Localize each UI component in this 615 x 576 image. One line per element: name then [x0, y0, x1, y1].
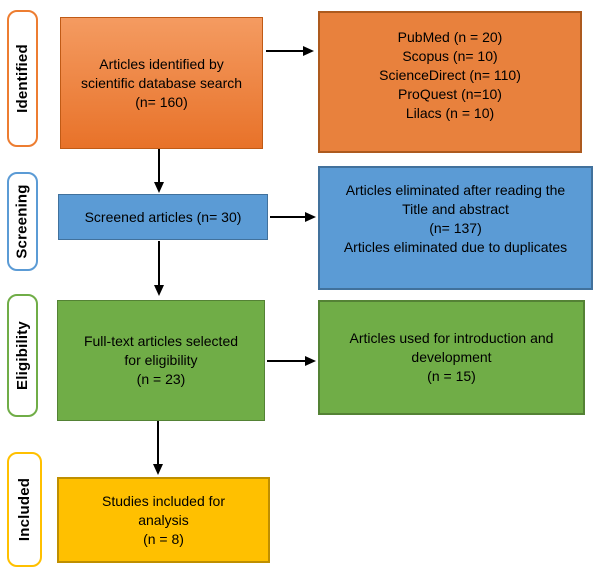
text-line: Lilacs (n = 10)	[405, 104, 495, 121]
text-line: Screened articles (n= 30)	[84, 208, 242, 225]
stage-label-identified-text: Identified	[14, 44, 32, 113]
stage-label-eligibility: Eligibility	[7, 294, 38, 417]
arrow-right-identified-to-sources	[266, 46, 314, 56]
box-articles-eliminated: Articles eliminated after reading the Ti…	[318, 166, 593, 290]
text-line: Articles eliminated due to duplicates	[343, 239, 568, 255]
box-fulltext-selected: Full-text articles selected for eligibil…	[57, 300, 265, 421]
box-screened-articles: Screened articles (n= 30)	[58, 194, 268, 240]
text-line: scientific database search	[80, 74, 243, 91]
text-line: Full-text articles selected	[83, 333, 239, 349]
text-line: for eligibility	[124, 352, 198, 368]
arrow-down-fulltext-to-included	[153, 421, 163, 475]
stage-label-included-text: Included	[16, 477, 33, 542]
text-line: Studies included for	[102, 492, 225, 509]
box-database-sources: PubMed (n = 20) Scopus (n= 10) ScienceDi…	[318, 11, 582, 153]
arrow-right-screened-to-eliminated	[270, 212, 316, 222]
text-line: analysis	[138, 511, 189, 528]
text-line: (n= 160)	[135, 93, 188, 110]
stage-label-eligibility-text: Eligibility	[14, 321, 31, 390]
text-line: PubMed (n = 20)	[397, 28, 503, 45]
arrow-down-identified-to-screened	[154, 149, 164, 193]
text-line: ScienceDirect (n= 110)	[379, 66, 521, 83]
text-line: (n = 23)	[136, 371, 186, 387]
text-line: (n = 8)	[143, 530, 184, 547]
arrow-down-screened-to-fulltext	[154, 241, 164, 296]
text-line: Articles used for introduction and	[349, 330, 554, 346]
text-line: development	[411, 349, 492, 365]
stage-label-identified: Identified	[7, 10, 38, 147]
text-line: Articles identified by	[99, 55, 224, 72]
text-line: Scopus (n= 10)	[402, 47, 498, 64]
arrow-right-fulltext-to-intro	[267, 356, 316, 366]
stage-label-included: Included	[7, 452, 42, 567]
text-line: ProQuest (n=10)	[398, 85, 502, 102]
box-articles-identified: Articles identified by scientific databa…	[60, 17, 263, 149]
text-line: Title and abstract	[402, 201, 509, 217]
text-line: (n= 137)	[429, 220, 482, 236]
stage-label-screening-text: Screening	[14, 184, 32, 259]
text-line: (n = 15)	[427, 368, 476, 384]
text-line: Articles eliminated after reading the	[345, 182, 566, 198]
box-articles-introduction-development: Articles used for introduction and devel…	[318, 300, 585, 415]
stage-label-screening: Screening	[7, 172, 38, 271]
box-studies-included: Studies included for analysis (n = 8)	[57, 477, 270, 563]
